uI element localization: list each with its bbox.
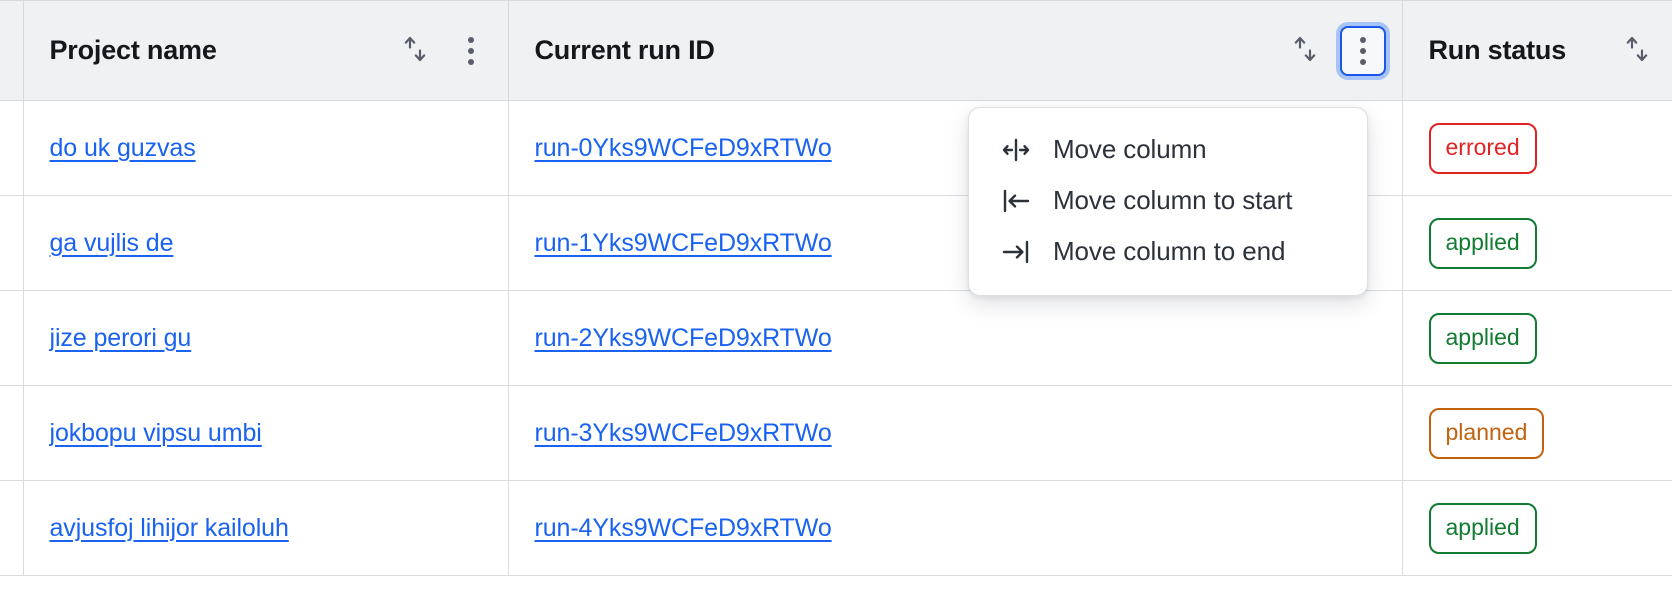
project-name-link[interactable]: jokbopu vipsu umbi	[49, 418, 262, 447]
column-header-label-current-run-id: Current run ID	[534, 35, 715, 65]
cell-project-name: ga vujlis de	[23, 195, 509, 291]
row-select-gutter-cell	[0, 100, 24, 196]
sort-updown-icon	[1290, 33, 1320, 68]
status-badge: applied	[1428, 217, 1537, 269]
table-header: Project name	[0, 0, 1672, 101]
run-id-link[interactable]: run-0Yks9WCFeD9xRTWo	[534, 133, 832, 162]
cell-run-status: applied	[1402, 195, 1672, 291]
row-select-gutter-cell	[0, 290, 24, 386]
column-menu-button-current-run-id[interactable]	[1339, 25, 1386, 76]
run-id-link[interactable]: run-4Yks9WCFeD9xRTWo	[534, 513, 832, 542]
cell-current-run-id: run-2Yks9WCFeD9xRTWo	[508, 290, 1403, 386]
cell-run-status: planned	[1402, 385, 1672, 481]
table-row: jokbopu vipsu umbi run-3Yks9WCFeD9xRTWo pl…	[0, 385, 1672, 481]
run-id-link[interactable]: run-1Yks9WCFeD9xRTWo	[534, 228, 832, 257]
row-select-gutter-cell	[0, 195, 24, 291]
menu-item-label: Move column to end	[1053, 236, 1286, 266]
row-select-gutter-cell	[0, 385, 24, 481]
cell-project-name: jize perori gu	[23, 290, 509, 386]
kebab-menu-icon	[1359, 36, 1366, 65]
status-badge: planned	[1428, 407, 1545, 459]
status-badge: errored	[1428, 122, 1537, 174]
menu-item-label: Move column to start	[1053, 185, 1293, 215]
menu-item-move-column-to-end[interactable]: Move column to end	[969, 226, 1367, 277]
run-id-link[interactable]: run-2Yks9WCFeD9xRTWo	[534, 323, 832, 352]
projects-table: Project name	[0, 0, 1672, 576]
cell-current-run-id: run-4Yks9WCFeD9xRTWo	[508, 480, 1403, 576]
project-name-link[interactable]: ga vujlis de	[49, 228, 174, 257]
table-header-row: Project name	[0, 0, 1672, 101]
cell-run-status: applied	[1402, 480, 1672, 576]
column-menu-button-project-name[interactable]	[450, 28, 492, 74]
sort-updown-icon	[1622, 33, 1652, 68]
menu-item-label: Move column	[1053, 134, 1207, 164]
project-name-link[interactable]: jize perori gu	[49, 323, 192, 352]
run-id-link[interactable]: run-3Yks9WCFeD9xRTWo	[534, 418, 832, 447]
column-header-current-run-id[interactable]: Current run ID	[508, 0, 1403, 101]
column-header-label-run-status: Run status	[1428, 35, 1567, 65]
sort-button-run-status[interactable]	[1618, 32, 1656, 70]
move-column-horizontal-icon	[1001, 135, 1031, 165]
project-name-link[interactable]: do uk guzvas	[49, 133, 196, 162]
table-row: avjusfoj lihijor kailoluh run-4Yks9WCFeD9…	[0, 480, 1672, 576]
table-row: do uk guzvas run-0Yks9WCFeD9xRTWo errored	[0, 100, 1672, 196]
menu-item-move-column-to-start[interactable]: Move column to start	[969, 175, 1367, 226]
table-row: jize perori gu run-2Yks9WCFeD9xRTWo applie…	[0, 290, 1672, 386]
row-select-gutter-cell	[0, 480, 24, 576]
status-badge: applied	[1428, 312, 1537, 364]
cell-project-name: avjusfoj lihijor kailoluh	[23, 480, 509, 576]
kebab-menu-icon	[467, 36, 474, 65]
cell-project-name: jokbopu vipsu umbi	[23, 385, 509, 481]
project-name-link[interactable]: avjusfoj lihijor kailoluh	[49, 513, 289, 542]
sort-button-project-name[interactable]	[396, 32, 434, 70]
sort-updown-icon	[400, 33, 430, 68]
move-column-to-start-icon	[1001, 186, 1031, 216]
table-row: ga vujlis de run-1Yks9WCFeD9xRTWo applied	[0, 195, 1672, 291]
status-badge: applied	[1428, 502, 1537, 554]
column-header-project-name[interactable]: Project name	[23, 0, 509, 101]
menu-item-move-column[interactable]: Move column	[969, 124, 1367, 175]
column-header-label-project-name: Project name	[49, 35, 217, 65]
cell-run-status: errored	[1402, 100, 1672, 196]
column-header-run-status[interactable]: Run status	[1402, 0, 1672, 101]
cell-current-run-id: run-3Yks9WCFeD9xRTWo	[508, 385, 1403, 481]
table-body: do uk guzvas run-0Yks9WCFeD9xRTWo errored g…	[0, 100, 1672, 576]
row-select-gutter-header	[0, 0, 24, 101]
cell-run-status: applied	[1402, 290, 1672, 386]
column-options-menu[interactable]: Move column Move column to start Move co…	[968, 107, 1368, 296]
sort-button-current-run-id[interactable]	[1286, 32, 1324, 70]
move-column-to-end-icon	[1001, 237, 1031, 267]
cell-project-name: do uk guzvas	[23, 100, 509, 196]
